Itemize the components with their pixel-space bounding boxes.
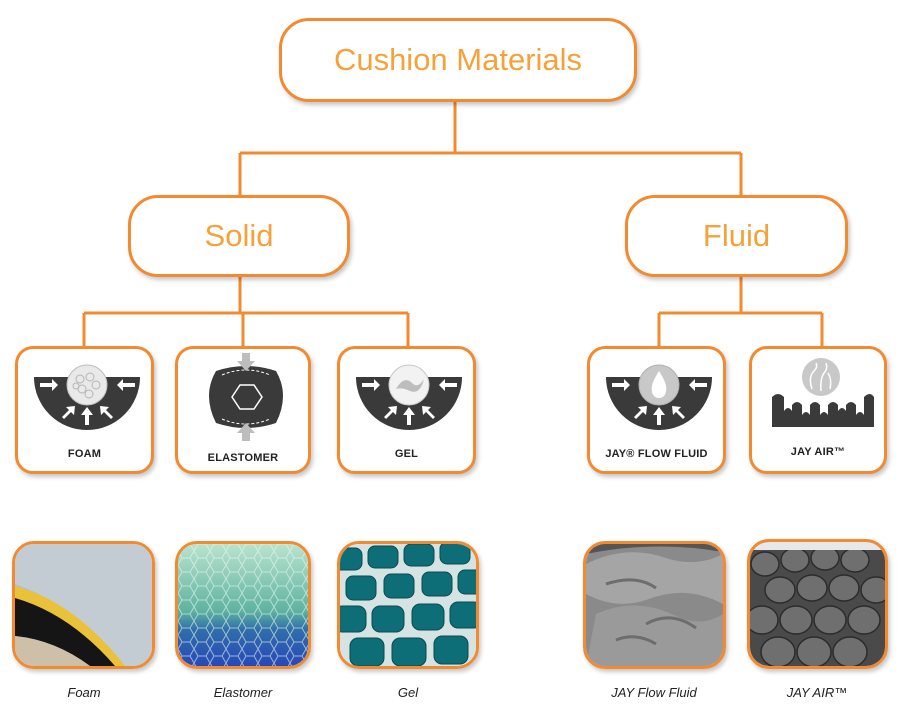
material-caption-jay-flow-fluid: JAY Flow Fluid [611, 685, 697, 700]
material-icon-label-jay-air: JAY AIR™ [790, 446, 846, 458]
foam-photo-image [15, 544, 152, 666]
material-photo-foam [12, 541, 155, 669]
material-caption-jay-air: JAY AIR™ [786, 685, 848, 700]
gel-icon [356, 364, 462, 430]
material-caption-gel: Gel [397, 685, 419, 700]
category-label-solid: Solid [204, 218, 274, 253]
material-icon-box-gel: GEL [337, 346, 476, 474]
material-caption-foam: Foam [67, 685, 101, 700]
material-photo-jay-air [747, 539, 888, 669]
material-icon-box-jay-flow-fluid: JAY® FLOW FLUID [587, 346, 726, 474]
category-node-solid: Solid [128, 195, 350, 277]
material-photo-gel [337, 541, 479, 669]
elastomer-icon [209, 353, 283, 441]
material-icon-box-foam: FOAM [15, 346, 154, 474]
material-icon-label-elastomer: ELASTOMER [207, 452, 279, 464]
air-photo-image [750, 542, 885, 666]
gel-photo-image [340, 544, 476, 666]
air-cells-icon [772, 358, 874, 427]
elastomer-photo-image [178, 544, 308, 666]
material-icon-box-jay-air: JAY AIR™ [749, 346, 887, 474]
material-photo-elastomer [175, 541, 311, 669]
material-caption-elastomer: Elastomer [213, 685, 273, 700]
material-photo-jay-flow-fluid [583, 541, 726, 669]
fluid-photo-image [586, 544, 723, 666]
foam-icon [34, 364, 140, 430]
category-node-fluid: Fluid [625, 195, 848, 277]
material-icon-label-jay-flow-fluid: JAY® FLOW FLUID [605, 448, 708, 460]
fluid-drop-icon [606, 364, 712, 430]
material-icon-label-gel: GEL [394, 448, 419, 460]
root-node-cushion-materials: Cushion Materials [279, 18, 637, 102]
category-label-fluid: Fluid [702, 218, 771, 253]
material-icon-label-foam: FOAM [67, 448, 102, 460]
material-icon-box-elastomer: ELASTOMER [175, 346, 311, 474]
root-node-label: Cushion Materials [333, 42, 583, 77]
